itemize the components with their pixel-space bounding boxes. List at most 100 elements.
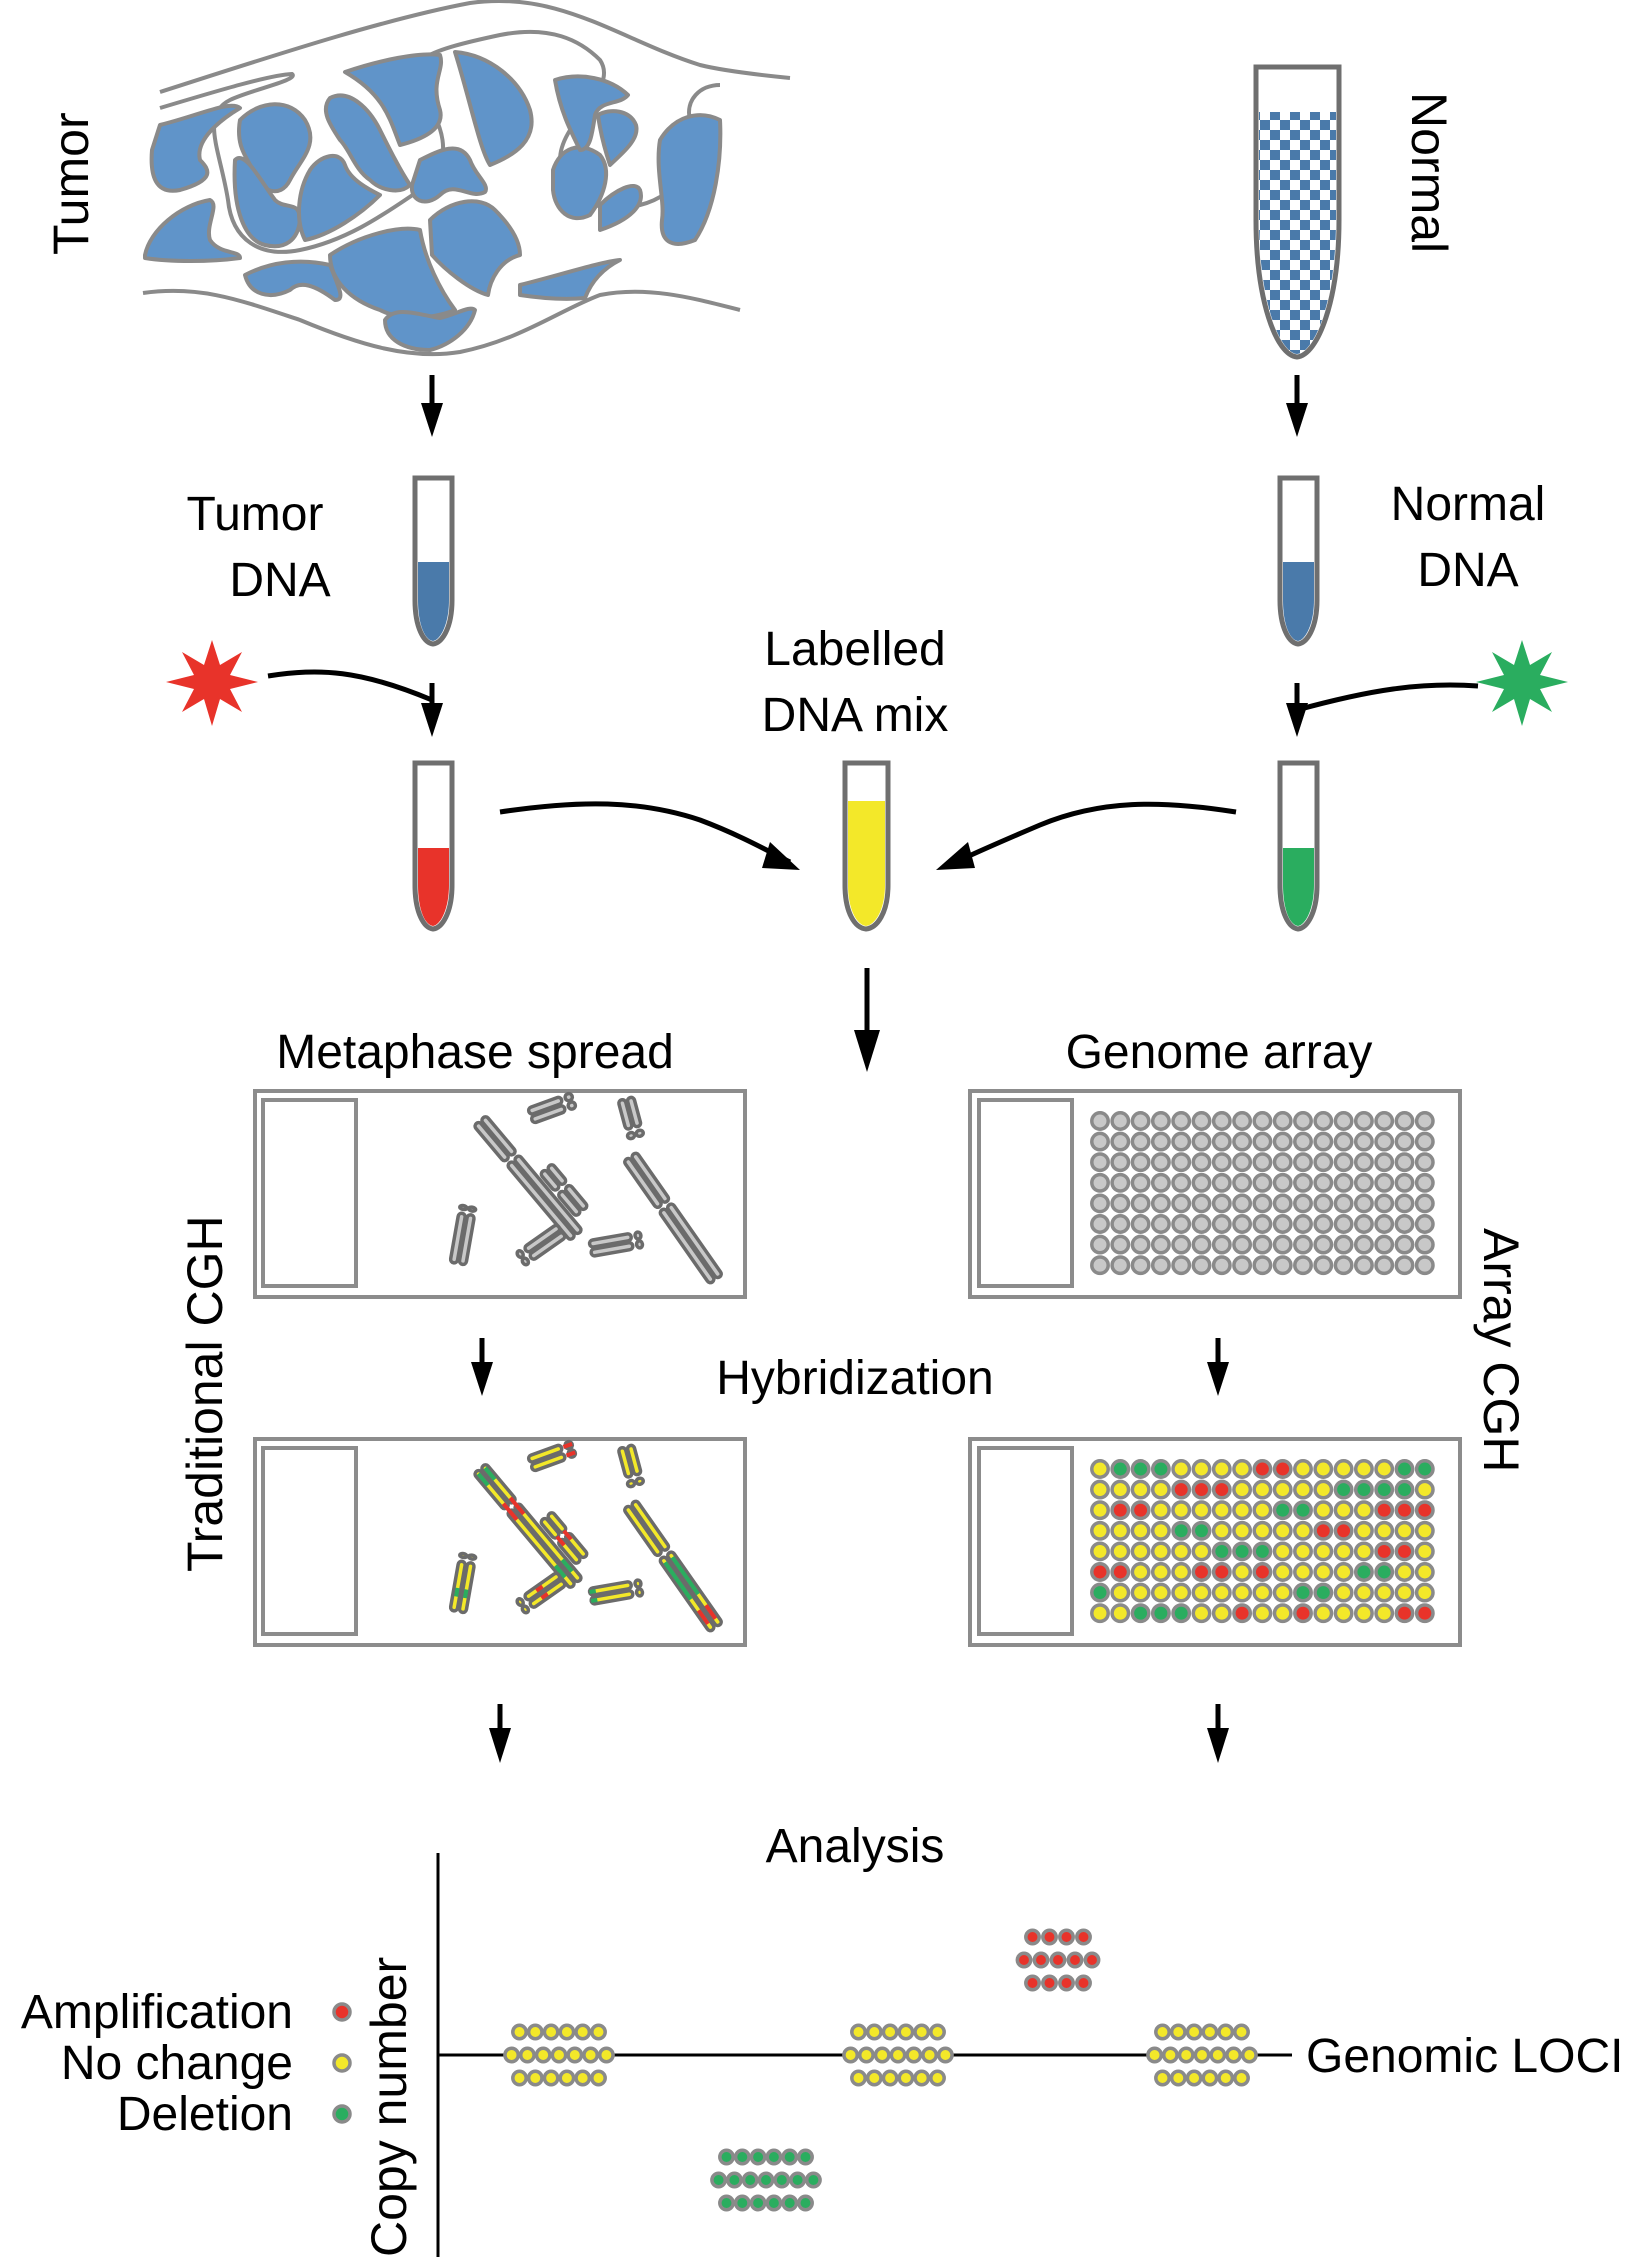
tumor-dna-tube-outline bbox=[412, 475, 455, 647]
array-spot bbox=[1394, 1193, 1415, 1214]
legend-label-amplification: Amplification bbox=[21, 1986, 293, 2039]
chromosome bbox=[473, 1115, 583, 1241]
array-spot bbox=[1191, 1582, 1212, 1603]
array-spot bbox=[1353, 1500, 1374, 1521]
array-spot bbox=[1110, 1255, 1131, 1276]
locus-point bbox=[789, 2171, 807, 2189]
array-spot bbox=[1171, 1214, 1192, 1234]
locus-point bbox=[897, 2069, 915, 2087]
locus-point bbox=[718, 2194, 735, 2212]
chromosome-band bbox=[590, 1597, 598, 1603]
array-spot bbox=[1414, 1111, 1435, 1131]
chromosome bbox=[623, 1151, 723, 1285]
array-spot bbox=[1090, 1214, 1110, 1234]
array-spot bbox=[1191, 1111, 1212, 1131]
array-spot bbox=[1191, 1603, 1212, 1624]
array-spot bbox=[1374, 1214, 1395, 1234]
locus-point bbox=[1217, 2069, 1235, 2087]
normal-sample-liquid bbox=[1259, 112, 1336, 354]
chromosome-band bbox=[483, 1466, 497, 1481]
array-spot bbox=[1293, 1582, 1313, 1603]
array-spot bbox=[1353, 1131, 1374, 1152]
array-spot bbox=[1211, 1152, 1232, 1173]
array-spot bbox=[1211, 1131, 1232, 1152]
locus-point bbox=[1185, 2023, 1203, 2041]
array-spot bbox=[1232, 1193, 1253, 1214]
chromatid bbox=[520, 1256, 531, 1267]
tumor-dna-tube bbox=[412, 475, 455, 647]
chromosome-band bbox=[565, 1450, 576, 1458]
array-spot bbox=[1191, 1193, 1212, 1214]
chromatid bbox=[566, 1100, 578, 1111]
array-spot bbox=[1171, 1193, 1192, 1214]
locus-point bbox=[804, 2171, 822, 2189]
array-spot bbox=[1150, 1172, 1171, 1193]
array-spot bbox=[1313, 1459, 1334, 1479]
array-spot bbox=[1130, 1172, 1151, 1193]
array-spot bbox=[1313, 1111, 1334, 1131]
array-spot bbox=[1130, 1479, 1151, 1500]
array-spot bbox=[1090, 1562, 1110, 1582]
chromatid bbox=[466, 1553, 478, 1561]
chromatid bbox=[563, 1091, 575, 1103]
genome-array-slide bbox=[968, 1089, 1462, 1299]
array-spot bbox=[1150, 1582, 1171, 1603]
array-spot bbox=[1191, 1562, 1212, 1582]
tumor-labelled-tube-outline bbox=[412, 760, 455, 932]
array-spot bbox=[1211, 1111, 1232, 1131]
array-spot bbox=[1353, 1234, 1374, 1255]
chromatid bbox=[458, 1551, 469, 1560]
array-spot bbox=[1293, 1131, 1313, 1152]
locus-point bbox=[1049, 1951, 1067, 1969]
array-spot bbox=[1272, 1255, 1293, 1276]
array-spot bbox=[1252, 1603, 1273, 1624]
locus-point bbox=[749, 2148, 767, 2166]
array-spot bbox=[1211, 1193, 1232, 1214]
array-spot bbox=[1110, 1193, 1131, 1214]
chromatid bbox=[529, 1104, 567, 1125]
legend-marker bbox=[332, 2053, 352, 2073]
slide-label-area bbox=[261, 1098, 358, 1288]
chromosomes-gray bbox=[448, 1091, 723, 1285]
locus-point bbox=[558, 2069, 576, 2087]
array-spot bbox=[1110, 1214, 1131, 1234]
locus-point bbox=[550, 2046, 568, 2064]
array-spot bbox=[1353, 1479, 1374, 1500]
tumor-cell bbox=[297, 154, 382, 242]
chromosome-band bbox=[562, 1529, 573, 1541]
locus-point bbox=[1193, 2046, 1211, 2064]
locus-point bbox=[1185, 2069, 1203, 2087]
chromosome-band bbox=[696, 1609, 710, 1626]
array-spot bbox=[1130, 1193, 1151, 1214]
locus-point bbox=[1041, 1974, 1058, 1992]
array-spot bbox=[1394, 1582, 1415, 1603]
locus-point bbox=[1225, 2046, 1243, 2064]
chromatid bbox=[589, 1588, 635, 1606]
array-spot bbox=[1353, 1172, 1374, 1193]
green-fluorophore-star-icon bbox=[1476, 640, 1568, 726]
chromatid bbox=[515, 1249, 525, 1260]
tumor-cell bbox=[551, 145, 609, 221]
array-spot bbox=[1211, 1520, 1232, 1541]
array-spot bbox=[1313, 1152, 1334, 1173]
array-spot bbox=[1130, 1562, 1151, 1582]
metaphase-slide bbox=[253, 1089, 747, 1299]
array-spot bbox=[1374, 1562, 1395, 1582]
array-spot bbox=[1090, 1459, 1110, 1479]
array-spot bbox=[1353, 1520, 1374, 1541]
array-spot bbox=[1110, 1582, 1131, 1603]
locus-point bbox=[757, 2171, 775, 2189]
chromosome bbox=[539, 1511, 589, 1565]
chromosomes-hybridized bbox=[448, 1439, 723, 1633]
array-spot bbox=[1130, 1500, 1151, 1521]
chromatid bbox=[589, 1240, 635, 1258]
chromatid bbox=[658, 1207, 716, 1285]
array-spot bbox=[1333, 1582, 1354, 1603]
array-spot bbox=[1171, 1582, 1192, 1603]
array-spot bbox=[1272, 1520, 1293, 1541]
normal-dna-tube-outline bbox=[1277, 475, 1320, 647]
cluster-deletion bbox=[710, 2148, 822, 2212]
array-spot bbox=[1232, 1541, 1253, 1562]
locus-point bbox=[733, 2194, 751, 2212]
locus-point bbox=[929, 2069, 946, 2087]
